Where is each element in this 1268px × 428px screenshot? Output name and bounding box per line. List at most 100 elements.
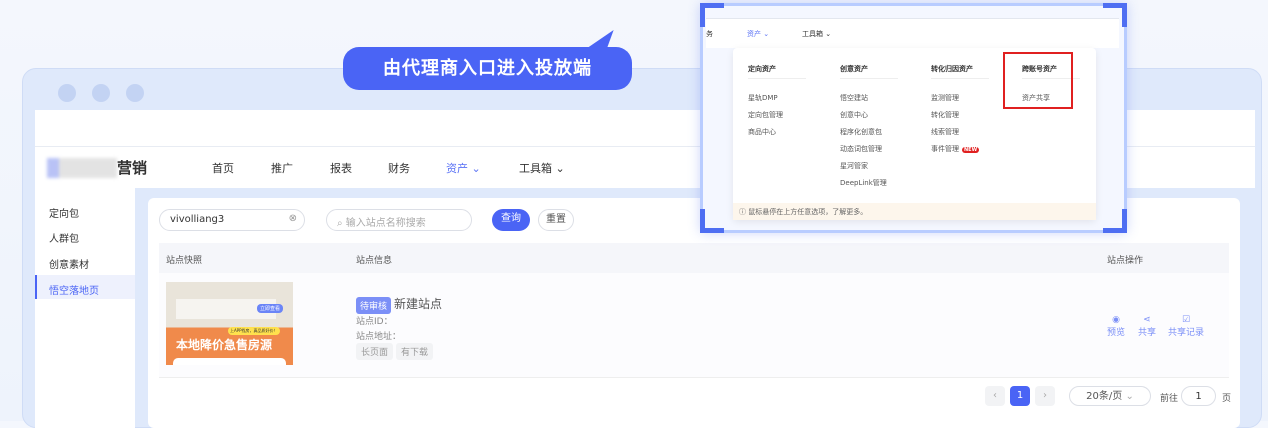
- dropdown-item-label: 线索管理: [931, 128, 959, 136]
- dropdown-item[interactable]: 星轨DMP: [748, 93, 778, 103]
- col-snapshot: 站点快照: [166, 256, 203, 266]
- nav-assets[interactable]: 资产 ⌄: [446, 160, 481, 176]
- col-info: 站点信息: [356, 256, 393, 266]
- popup-nav-assets[interactable]: 资产 ⌄: [747, 29, 769, 39]
- dropdown-column-title: 定向资产: [748, 65, 776, 73]
- nav-promote[interactable]: 推广: [271, 162, 293, 175]
- dropdown-item[interactable]: 转化管理: [931, 110, 959, 120]
- thumb-button: 立即查看: [256, 304, 283, 313]
- dropdown-item[interactable]: 动态词包管理: [840, 144, 882, 154]
- popup-nav-finance[interactable]: 务: [706, 30, 713, 38]
- popup-nav-toolbox[interactable]: 工具箱 ⌄: [802, 29, 831, 39]
- nav-home[interactable]: 首页: [212, 162, 234, 175]
- action-label: 共享记录: [1168, 328, 1205, 338]
- goto-input[interactable]: 1: [1181, 386, 1216, 406]
- dropdown-item[interactable]: DeepLink管理: [840, 178, 887, 188]
- page-size-select[interactable]: 20条/页 ⌄: [1069, 386, 1151, 406]
- dropdown-column-title: 转化归因资产: [931, 65, 973, 73]
- clear-icon[interactable]: ⊗: [288, 213, 297, 224]
- prev-page-button[interactable]: ‹: [985, 386, 1005, 406]
- reset-button[interactable]: 重置: [538, 209, 574, 231]
- dropdown-item[interactable]: 程序化创意包: [840, 127, 882, 137]
- page-1[interactable]: 1: [1010, 386, 1030, 406]
- search-input[interactable]: ⌕ 输入站点名称搜索: [326, 209, 472, 231]
- window-dot: [58, 84, 76, 102]
- query-button[interactable]: 查询: [492, 209, 530, 231]
- popup-header: [706, 18, 1119, 48]
- dropdown-item[interactable]: 定向包管理: [748, 110, 783, 120]
- chevron-down-icon: ⌄: [1125, 391, 1134, 402]
- dropdown-item-label: 动态词包管理: [840, 145, 882, 153]
- nav-label: 工具箱: [802, 30, 823, 38]
- dropdown-item[interactable]: 商品中心: [748, 127, 776, 137]
- dropdown-item[interactable]: 资产共享: [1022, 93, 1050, 103]
- dropdown-item-label: 悟空建站: [840, 94, 868, 102]
- dropdown-column-title: 跨账号资产: [1022, 65, 1057, 73]
- new-badge: NEW: [962, 147, 980, 153]
- site-url-label: 站点地址：: [356, 332, 402, 342]
- clipboard-icon: ☑: [1181, 315, 1191, 325]
- thumb-badge: 上APP找房，真品质好价！: [228, 327, 280, 335]
- corner-bracket: [700, 209, 724, 233]
- search-placeholder: 输入站点名称搜索: [345, 218, 426, 229]
- nav-label: 工具箱: [519, 162, 552, 175]
- tag-download: 有下载: [396, 343, 434, 360]
- site-thumbnail[interactable]: 立即查看 上APP找房，真品质好价！ 本地降价急售房源: [166, 282, 293, 365]
- highlight-box: [1003, 52, 1073, 109]
- dropdown-item-label: 创意中心: [840, 111, 868, 119]
- account-value: vivolliang3: [170, 214, 225, 225]
- dropdown-item-label: 商品中心: [748, 128, 776, 136]
- corner-bracket: [1103, 209, 1127, 233]
- table-header: 站点快照 站点信息 站点操作: [159, 243, 1229, 273]
- window-dot: [126, 84, 144, 102]
- logo: [47, 158, 117, 178]
- page-size-value: 20条/页: [1086, 391, 1123, 402]
- nav-label: 资产: [446, 162, 468, 175]
- status-badge: 待审核: [356, 297, 392, 314]
- sidebar: [35, 188, 135, 428]
- preview-button[interactable]: ◉ 预览: [1107, 315, 1125, 338]
- col-actions: 站点操作: [1107, 256, 1144, 266]
- page-suffix: 页: [1222, 394, 1232, 404]
- sidebar-item-landing[interactable]: 悟空落地页: [49, 286, 99, 297]
- dropdown-item-label: 转化管理: [931, 111, 959, 119]
- next-page-button[interactable]: ›: [1035, 386, 1055, 406]
- dropdown-item-label: 事件管理: [931, 145, 959, 153]
- thumb-headline: 本地降价急售房源: [176, 338, 273, 352]
- share-icon: ⋖: [1143, 315, 1151, 325]
- sidebar-item-creative[interactable]: 创意素材: [49, 260, 89, 271]
- sidebar-item-audience[interactable]: 人群包: [49, 234, 79, 245]
- dropdown-item-label: 星轨DMP: [748, 94, 778, 102]
- dropdown-item[interactable]: 悟空建站: [840, 93, 868, 103]
- share-record-button[interactable]: ☑ 共享记录: [1168, 315, 1204, 338]
- dropdown-item-label: 资产共享: [1022, 94, 1050, 102]
- account-input[interactable]: vivolliang3 ⊗: [159, 209, 305, 231]
- nav-finance[interactable]: 财务: [388, 162, 410, 175]
- logo-text: 营销: [117, 159, 148, 177]
- eye-icon: ◉: [1112, 315, 1120, 325]
- assets-dropdown: [733, 48, 1096, 220]
- dropdown-tip: ⓘ 鼠标悬停在上方任意选项，了解更多。: [733, 203, 1096, 220]
- dropdown-item[interactable]: 创意中心: [840, 110, 868, 120]
- dropdown-item[interactable]: 监测管理: [931, 93, 959, 103]
- search-icon: ⌕: [337, 218, 343, 229]
- nav-report[interactable]: 报表: [330, 162, 352, 175]
- nav-toolbox[interactable]: 工具箱 ⌄: [519, 160, 565, 176]
- tag-long-page: 长页面: [356, 343, 394, 360]
- dropdown-item-label: 定向包管理: [748, 111, 783, 119]
- action-label: 共享: [1138, 328, 1157, 338]
- chevron-down-icon: ⌄: [471, 162, 481, 175]
- action-label: 预览: [1107, 328, 1126, 338]
- chevron-down-icon: ⌄: [763, 30, 770, 38]
- sidebar-item-targeting[interactable]: 定向包: [49, 209, 79, 220]
- share-button[interactable]: ⋖ 共享: [1138, 315, 1156, 338]
- nav-label: 资产: [747, 30, 761, 38]
- dropdown-item[interactable]: 线索管理: [931, 127, 959, 137]
- dropdown-item-label: DeepLink管理: [840, 179, 887, 187]
- sidebar-active-indicator: [35, 275, 135, 299]
- corner-bracket: [1103, 3, 1127, 27]
- dropdown-item[interactable]: 星河管家: [840, 161, 868, 171]
- table-row: 立即查看 上APP找房，真品质好价！ 本地降价急售房源 待审核 新建站点 站点I…: [159, 273, 1229, 378]
- site-name: 新建站点: [394, 297, 443, 311]
